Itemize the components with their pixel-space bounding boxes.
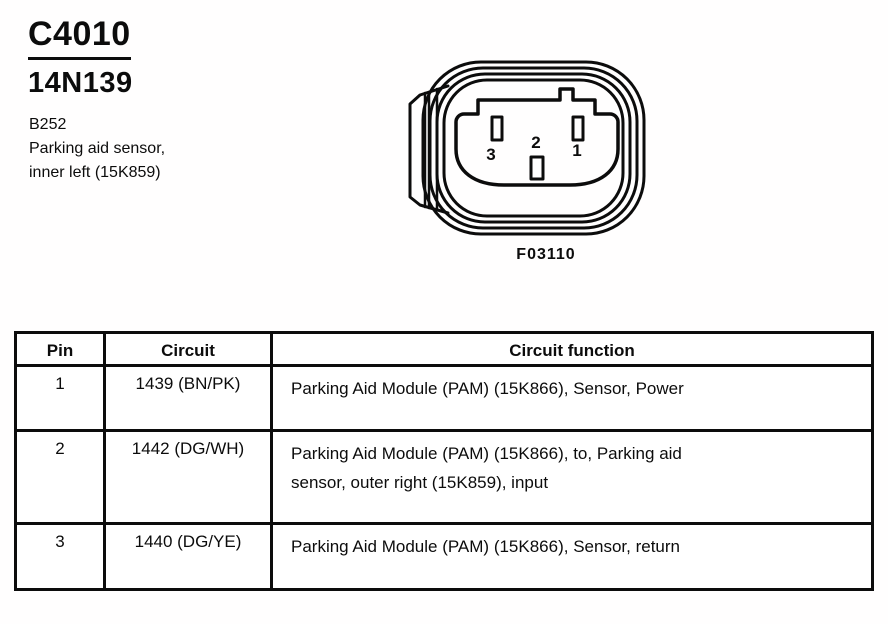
description-line-1: Parking aid sensor,	[29, 140, 166, 157]
pin2-label: 2	[531, 133, 540, 152]
table-header-row: Pin Circuit Circuit function	[14, 331, 874, 367]
pin-cell: 2	[14, 429, 106, 525]
outer-ring	[421, 60, 646, 236]
pin1-slot	[571, 115, 585, 142]
pin1-label: 1	[572, 141, 581, 160]
circuit-function-cell: Parking Aid Module (PAM) (15K866), Senso…	[270, 364, 874, 432]
description-line-2: inner left (15K859)	[29, 164, 161, 181]
circuit-cell: 1439 (BN/PK)	[103, 364, 273, 432]
pin3-slot	[490, 115, 504, 142]
figure-caption: F03110	[516, 246, 576, 263]
circuit-function-text: Parking Aid Module (PAM) (15K866), Senso…	[291, 379, 684, 398]
ring-3	[435, 72, 632, 224]
ring-4	[442, 78, 625, 218]
connector-location-block: B252 Parking aid sensor, inner left (15K…	[29, 113, 165, 185]
part-number: 14N139	[28, 67, 133, 100]
connector-header: C4010 14N139	[28, 15, 133, 100]
cavity-outline	[454, 87, 620, 187]
connector-diagram: 3 2 1	[398, 57, 654, 243]
pinout-table: Pin Circuit Circuit function 1 1439 (BN/…	[14, 331, 874, 591]
pin-cell: 3	[14, 522, 106, 591]
column-header-pin: Pin	[14, 331, 106, 367]
circuit-cell: 1442 (DG/WH)	[103, 429, 273, 525]
ring-2	[428, 66, 639, 230]
circuit-function-text: Parking Aid Module (PAM) (15K866), to, P…	[291, 444, 682, 492]
column-header-circuit-function: Circuit function	[270, 331, 874, 367]
column-header-circuit: Circuit	[103, 331, 273, 367]
circuit-function-text: Parking Aid Module (PAM) (15K866), Senso…	[291, 537, 680, 556]
pin3-label: 3	[486, 145, 495, 164]
location-code: B252	[29, 116, 67, 133]
table-row: 3 1440 (DG/YE) Parking Aid Module (PAM) …	[14, 522, 874, 591]
connector-id: C4010	[28, 15, 131, 61]
table-row: 1 1439 (BN/PK) Parking Aid Module (PAM) …	[14, 364, 874, 432]
table-row: 2 1442 (DG/WH) Parking Aid Module (PAM) …	[14, 429, 874, 525]
pin2-slot	[529, 155, 545, 181]
pin-cell: 1	[14, 364, 106, 432]
circuit-cell: 1440 (DG/YE)	[103, 522, 273, 591]
circuit-function-cell: Parking Aid Module (PAM) (15K866), to, P…	[270, 429, 874, 525]
connector-face-drawing: 3 2 1	[408, 60, 646, 236]
circuit-function-cell: Parking Aid Module (PAM) (15K866), Senso…	[270, 522, 874, 591]
